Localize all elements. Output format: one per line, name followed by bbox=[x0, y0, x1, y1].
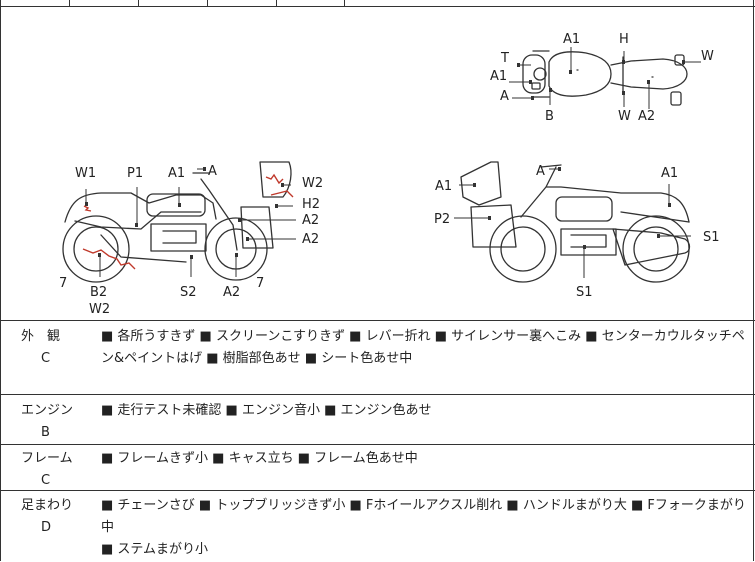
label-s1: S1 bbox=[703, 230, 720, 245]
top-view-motorcycle bbox=[522, 50, 688, 106]
grade-label: D bbox=[41, 520, 52, 535]
label-a: A bbox=[500, 89, 509, 104]
note-line: ■ ステムまがり小 bbox=[101, 542, 209, 557]
label-a2: A2 bbox=[223, 285, 240, 300]
label-a1: A1 bbox=[168, 166, 185, 181]
row-frame: フレーム C ■ フレームきず小 ■ キャス立ち ■ フレーム色あせ中 bbox=[1, 444, 755, 491]
row-notes: ■ フレームきず小 ■ キャス立ち ■ フレーム色あせ中 bbox=[101, 448, 751, 470]
row-suspension: 足まわり D ■ チェーンさび ■ トップブリッジきず小 ■ Fホイールアクスル… bbox=[1, 490, 755, 562]
row-label: エンジン B bbox=[21, 400, 81, 444]
strip-divider bbox=[276, 0, 277, 6]
row-engine: エンジン B ■ 走行テスト未確認 ■ エンジン音小 ■ エンジン色あせ bbox=[1, 394, 755, 445]
strip-divider bbox=[69, 0, 70, 6]
row-label: 外 観 C bbox=[21, 326, 81, 370]
row-notes: ■ チェーンさび ■ トップブリッジきず小 ■ Fホイールアクスル削れ ■ ハン… bbox=[101, 495, 751, 561]
grade-label: C bbox=[41, 473, 51, 488]
damage-mark bbox=[82, 248, 136, 270]
label-w: W bbox=[701, 49, 714, 64]
motorcycle-diagram: T A1 A A1 H W B W A2 W1 P1 A1 A W2 H2 A2… bbox=[59, 32, 720, 317]
label-w2: W2 bbox=[89, 302, 110, 317]
label-s1: S1 bbox=[576, 285, 593, 300]
label-a2: A2 bbox=[302, 232, 319, 247]
category-label: エンジン bbox=[21, 403, 74, 418]
grade-label: C bbox=[41, 351, 51, 366]
damage-mark bbox=[265, 173, 294, 198]
top-rule bbox=[1, 6, 755, 7]
label-a2: A2 bbox=[302, 213, 319, 228]
label-a1: A1 bbox=[490, 69, 507, 84]
row-notes: ■ 走行テスト未確認 ■ エンジン音小 ■ エンジン色あせ bbox=[101, 400, 751, 422]
category-label: フレーム bbox=[21, 451, 73, 466]
label-a1: A1 bbox=[435, 179, 452, 194]
strip-divider bbox=[138, 0, 139, 6]
category-label: 足まわり bbox=[21, 498, 74, 513]
label-s2: S2 bbox=[180, 285, 197, 300]
label-p1: P1 bbox=[127, 166, 143, 181]
label-w1: W1 bbox=[75, 166, 96, 181]
leader-lines bbox=[85, 47, 701, 278]
grade-label: B bbox=[41, 425, 50, 440]
row-label: 足まわり D bbox=[21, 495, 81, 539]
label-7: 7 bbox=[59, 276, 67, 291]
label-a1: A1 bbox=[661, 166, 678, 181]
label-b: B bbox=[545, 109, 554, 124]
category-label: 外 観 bbox=[21, 329, 61, 344]
note-line: ■ 走行テスト未確認 ■ エンジン音小 ■ エンジン色あせ bbox=[101, 403, 432, 418]
strip-divider bbox=[207, 0, 208, 6]
note-line: ■ フレームきず小 ■ キャス立ち ■ フレーム色あせ中 bbox=[101, 451, 418, 466]
label-7: 7 bbox=[256, 276, 264, 291]
top-table-strip bbox=[1, 0, 755, 6]
label-h2: H2 bbox=[302, 197, 320, 212]
label-w: W bbox=[618, 109, 631, 124]
label-a1: A1 bbox=[563, 32, 580, 47]
note-line: ■ 各所うすきず ■ スクリーンこすりきず ■ レバー折れ ■ サイレンサー裏へ… bbox=[101, 329, 745, 344]
label-a: A bbox=[208, 164, 217, 179]
label-a: A bbox=[536, 164, 545, 179]
label-a2: A2 bbox=[638, 109, 655, 124]
label-p2: P2 bbox=[434, 212, 450, 227]
label-w2: W2 bbox=[302, 176, 323, 191]
label-t: T bbox=[500, 51, 509, 66]
note-line: ン&ペイントはげ ■ 樹脂部色あせ ■ シート色あせ中 bbox=[101, 351, 413, 366]
damage-mark bbox=[83, 205, 92, 212]
right-side-motorcycle bbox=[460, 161, 691, 283]
label-b2: B2 bbox=[90, 285, 107, 300]
row-exterior: 外 観 C ■ 各所うすきず ■ スクリーンこすりきず ■ レバー折れ ■ サイ… bbox=[1, 320, 755, 395]
label-h: H bbox=[619, 32, 629, 47]
left-side-motorcycle bbox=[62, 161, 292, 283]
row-label: フレーム C bbox=[21, 448, 81, 492]
damage-diagram: T A1 A A1 H W B W A2 W1 P1 A1 A W2 H2 A2… bbox=[1, 7, 755, 320]
strip-divider bbox=[344, 0, 345, 6]
row-notes: ■ 各所うすきず ■ スクリーンこすりきず ■ レバー折れ ■ サイレンサー裏へ… bbox=[101, 326, 751, 370]
damage-marks bbox=[82, 173, 294, 270]
note-line: ■ チェーンさび ■ トップブリッジきず小 ■ Fホイールアクスル削れ ■ ハン… bbox=[101, 498, 746, 535]
